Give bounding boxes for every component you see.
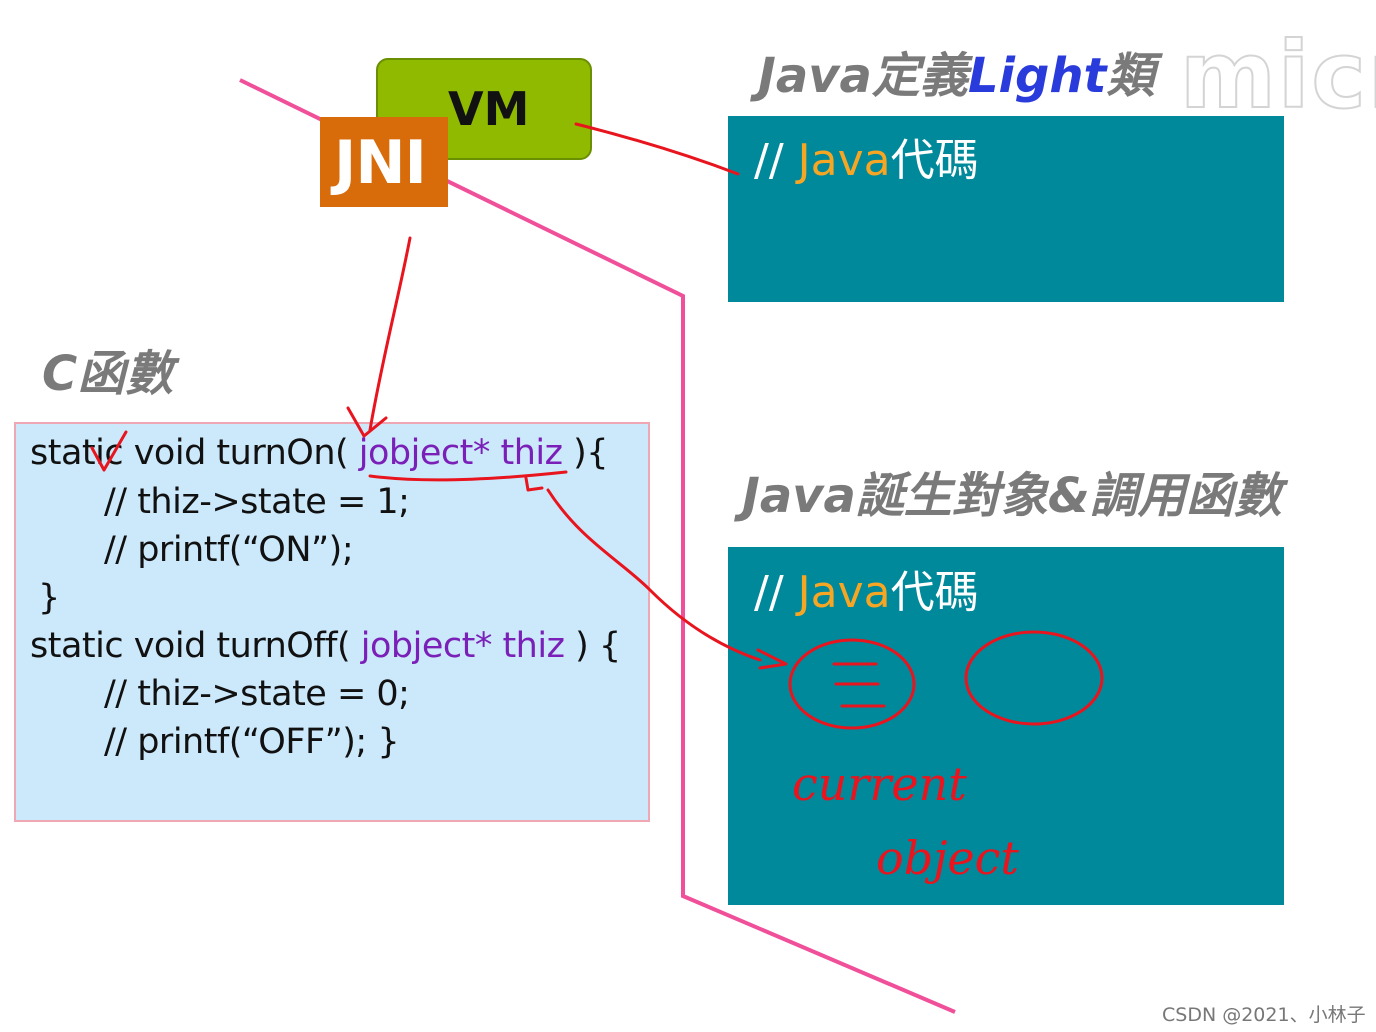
code-line-7: // printf(“OFF”); } xyxy=(104,722,400,762)
code-text: ){ xyxy=(562,433,609,473)
handwriting-object: object xyxy=(876,831,1019,885)
arrowhead-object xyxy=(756,648,788,670)
code-word: 代碼 xyxy=(890,567,979,618)
arrow-vm-to-panel xyxy=(574,122,740,176)
heading-java-create-object: Java誕生對象&調用函數 xyxy=(742,468,1282,524)
code-text: ) { xyxy=(564,626,621,666)
heading-accent: Light xyxy=(967,48,1107,104)
vm-label: VM xyxy=(448,82,530,136)
java-code-panel-bottom-label: // Java代碼 xyxy=(754,556,979,620)
jni-box xyxy=(320,117,448,207)
check-mark xyxy=(90,430,128,472)
code-line-6: // thiz->state = 0; xyxy=(104,674,410,714)
underline-thiz xyxy=(368,470,568,482)
code-line-1: static void turnOn( jobject* thiz ){ xyxy=(30,433,609,473)
heading-java-light-class: Java定義Light類 xyxy=(758,36,1154,106)
arrow-thiz-to-object xyxy=(546,488,762,662)
java-word: Java xyxy=(797,567,891,618)
code-param: jobject* thiz xyxy=(360,626,565,666)
heading-post: 類 xyxy=(1106,48,1155,104)
handwriting-current: current xyxy=(792,757,967,811)
code-param: jobject* thiz xyxy=(358,433,563,473)
footer-credit: CSDN @2021、小林子 xyxy=(1162,1004,1366,1026)
object-circle-2 xyxy=(964,630,1104,726)
code-line-4: } xyxy=(38,578,60,618)
heading-pre: Java定義 xyxy=(758,48,968,104)
pink-divider-line xyxy=(239,78,956,1014)
small-mark xyxy=(524,476,544,492)
heading-c-function: C函數 xyxy=(42,346,174,402)
code-line-5: static void turnOff( jobject* thiz ) { xyxy=(30,626,621,666)
java-code-panel-bottom xyxy=(728,547,1284,905)
code-line-3: // printf(“ON”); xyxy=(104,530,354,570)
c-code-box xyxy=(14,422,650,822)
code-text: static void turnOn( xyxy=(30,433,359,473)
arrowhead-jni xyxy=(346,406,388,438)
jni-label: JNI xyxy=(334,128,427,198)
code-line-2: // thiz->state = 1; xyxy=(104,482,410,522)
comment-slashes: // xyxy=(754,135,798,186)
arrow-jni-to-code xyxy=(368,236,412,432)
java-code-panel-top-label: // Java代碼 xyxy=(754,124,979,188)
object-circle-1 xyxy=(788,638,916,730)
comment-slashes: // xyxy=(754,567,798,618)
object-lines xyxy=(832,662,886,708)
watermark-text: micro xyxy=(1179,21,1376,130)
java-word: Java xyxy=(797,135,891,186)
code-text: static void turnOff( xyxy=(30,626,361,666)
code-word: 代碼 xyxy=(890,135,979,186)
java-code-panel-top xyxy=(728,116,1284,302)
